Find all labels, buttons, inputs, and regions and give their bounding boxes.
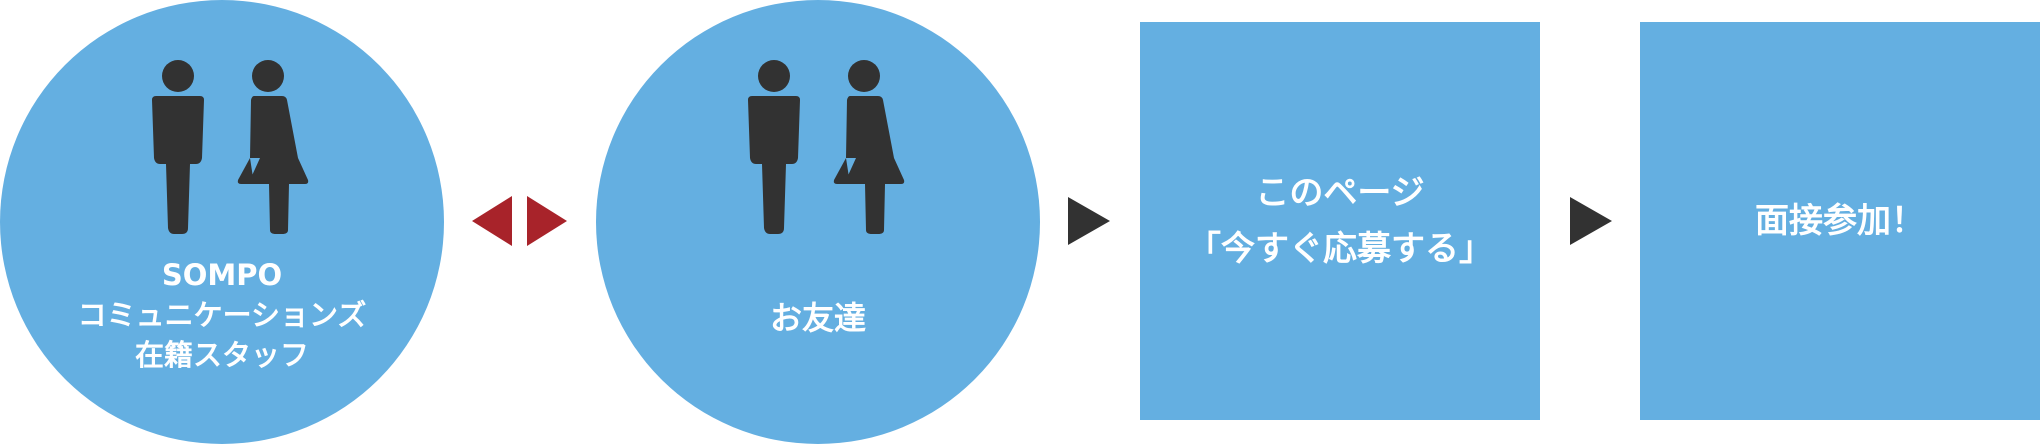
- right-arrow-icon: [1068, 197, 1110, 245]
- step1-line-1: SOMPO: [161, 258, 283, 292]
- step3-line-2: 「今すぐ応募する」: [1187, 229, 1493, 269]
- people-icon: [152, 60, 309, 234]
- step2-label: お友達: [769, 299, 866, 337]
- step1-label: SOMPO コミュニケーションズ 在籍スタッフ: [0, 255, 444, 375]
- right-arrow-icon: [1570, 197, 1612, 245]
- people-icon: [748, 60, 905, 234]
- step-circle-sompo-staff: SOMPO コミュニケーションズ 在籍スタッフ: [0, 0, 444, 444]
- step-box-interview: 面接参加！: [1640, 22, 2040, 420]
- step3-label: このページ 「今すぐ応募する」: [1187, 165, 1493, 277]
- step4-label: 面接参加！: [1755, 201, 1925, 241]
- bidirectional-arrow-icon: [472, 196, 567, 246]
- step-box-apply: このページ 「今すぐ応募する」: [1140, 22, 1540, 420]
- step-circle-friend: お友達: [596, 0, 1040, 444]
- step3-line-1: このページ: [1255, 173, 1425, 213]
- step1-line-2: コミュニケーションズ: [77, 298, 367, 332]
- step1-line-3: 在籍スタッフ: [134, 338, 309, 372]
